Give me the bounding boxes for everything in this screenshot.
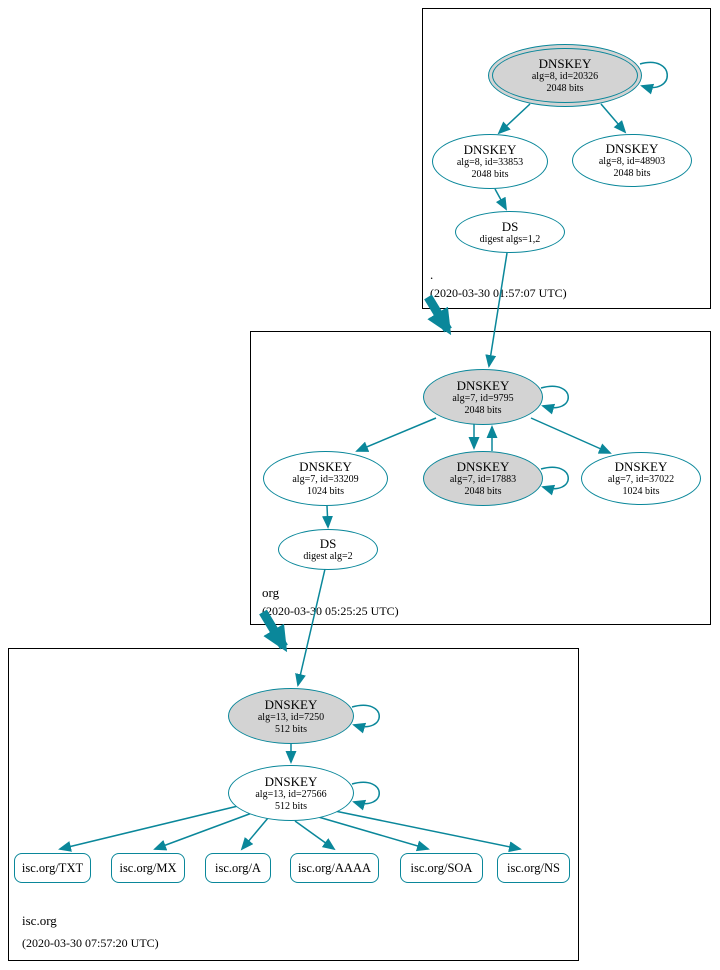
- ds-node-root[interactable]: DS digest algs=1,2: [455, 211, 565, 253]
- dnskey-alg-id: alg=13, id=7250: [257, 711, 325, 723]
- dnskey-bits: 1024 bits: [307, 486, 344, 497]
- ds-title: DS: [501, 218, 519, 234]
- dnskey-title: DNSKEY: [264, 773, 318, 789]
- dnskey-bits: 2048 bits: [464, 404, 502, 416]
- ds-node-org[interactable]: DS digest alg=2: [278, 529, 378, 570]
- dnskey-bits: 2048 bits: [546, 83, 584, 94]
- dnskey-bits: 1024 bits: [622, 486, 660, 497]
- zone-box-root: [422, 8, 711, 309]
- zone-box-org: [250, 331, 711, 625]
- dnskey-alg-id: alg=8, id=48903: [598, 156, 666, 167]
- dnskey-alg-id: alg=7, id=17883: [449, 474, 517, 485]
- dnskey-node-org-37022[interactable]: DNSKEY alg=7, id=37022 1024 bits: [581, 452, 701, 505]
- dnskey-node-root-ksk-20326[interactable]: DNSKEY alg=8, id=20326 2048 bits: [488, 44, 642, 107]
- ds-digest: digest alg=2: [303, 551, 353, 562]
- dnskey-bits: 2048 bits: [471, 169, 509, 180]
- dnskey-bits: 512 bits: [275, 800, 307, 812]
- dnskey-bits: 512 bits: [275, 723, 307, 735]
- rrset-label: isc.org/NS: [507, 860, 560, 875]
- dnskey-node-root-zsk-33853[interactable]: DNSKEY alg=8, id=33853 2048 bits: [432, 134, 548, 189]
- dnskey-node-isc-zsk-27566[interactable]: DNSKEY alg=13, id=27566 512 bits: [228, 765, 354, 821]
- dnskey-node-org-17883[interactable]: DNSKEY alg=7, id=17883 2048 bits: [423, 451, 543, 506]
- rrset-node-isc-org-a[interactable]: isc.org/A: [205, 853, 271, 883]
- dnskey-node-org-zsk-33209[interactable]: DNSKEY alg=7, id=33209 1024 bits: [263, 451, 388, 506]
- rrset-node-isc-org-ns[interactable]: isc.org/NS: [497, 853, 570, 883]
- zone-name-org: org: [262, 585, 280, 600]
- rrset-node-isc-org-aaaa[interactable]: isc.org/AAAA: [290, 853, 379, 883]
- zone-name-isc-org: isc.org: [22, 913, 57, 928]
- dnskey-node-root-48903[interactable]: DNSKEY alg=8, id=48903 2048 bits: [572, 134, 692, 187]
- zone-timestamp-root: (2020-03-30 01:57:07 UTC): [430, 286, 567, 300]
- dnskey-alg-id: alg=13, id=27566: [255, 788, 327, 800]
- rrset-label: isc.org/A: [215, 860, 261, 875]
- zone-box-isc-org: [8, 648, 579, 961]
- zone-timestamp-isc-org: (2020-03-30 07:57:20 UTC): [22, 936, 159, 950]
- dnskey-node-org-ksk-9795[interactable]: DNSKEY alg=7, id=9795 2048 bits: [423, 369, 543, 425]
- rrset-label: isc.org/SOA: [410, 860, 473, 875]
- ds-title: DS: [319, 536, 337, 551]
- dnskey-bits: 2048 bits: [613, 168, 651, 179]
- zone-timestamp-org: (2020-03-30 05:25:25 UTC): [262, 604, 399, 618]
- rrset-node-isc-org-mx[interactable]: isc.org/MX: [111, 853, 185, 883]
- dnskey-title: DNSKEY: [299, 459, 352, 474]
- zone-name-root: .: [430, 267, 434, 282]
- dnskey-alg-id: alg=8, id=33853: [456, 157, 524, 168]
- dnskey-title: DNSKEY: [456, 459, 510, 474]
- dnskey-title: DNSKEY: [264, 696, 318, 712]
- rrset-label: isc.org/TXT: [21, 860, 84, 875]
- dnskey-alg-id: alg=7, id=33209: [292, 474, 359, 485]
- dnskey-title: DNSKEY: [463, 142, 517, 157]
- rrset-label: isc.org/MX: [119, 860, 177, 875]
- dnskey-title: DNSKEY: [614, 459, 668, 474]
- dnskey-alg-id: alg=7, id=37022: [607, 474, 675, 485]
- dnskey-alg-id: alg=8, id=20326: [531, 71, 599, 82]
- dnskey-node-isc-ksk-7250[interactable]: DNSKEY alg=13, id=7250 512 bits: [228, 688, 354, 744]
- ds-digest: digest algs=1,2: [479, 233, 541, 245]
- rrset-node-isc-org-soa[interactable]: isc.org/SOA: [400, 853, 483, 883]
- dnskey-bits: 2048 bits: [464, 486, 502, 497]
- dnskey-title: DNSKEY: [456, 377, 510, 393]
- dnskey-title: DNSKEY: [538, 56, 592, 71]
- dnskey-alg-id: alg=7, id=9795: [452, 392, 514, 404]
- rrset-label: isc.org/AAAA: [297, 860, 372, 875]
- dnskey-title: DNSKEY: [605, 141, 659, 156]
- rrset-node-isc-org-txt[interactable]: isc.org/TXT: [14, 853, 91, 883]
